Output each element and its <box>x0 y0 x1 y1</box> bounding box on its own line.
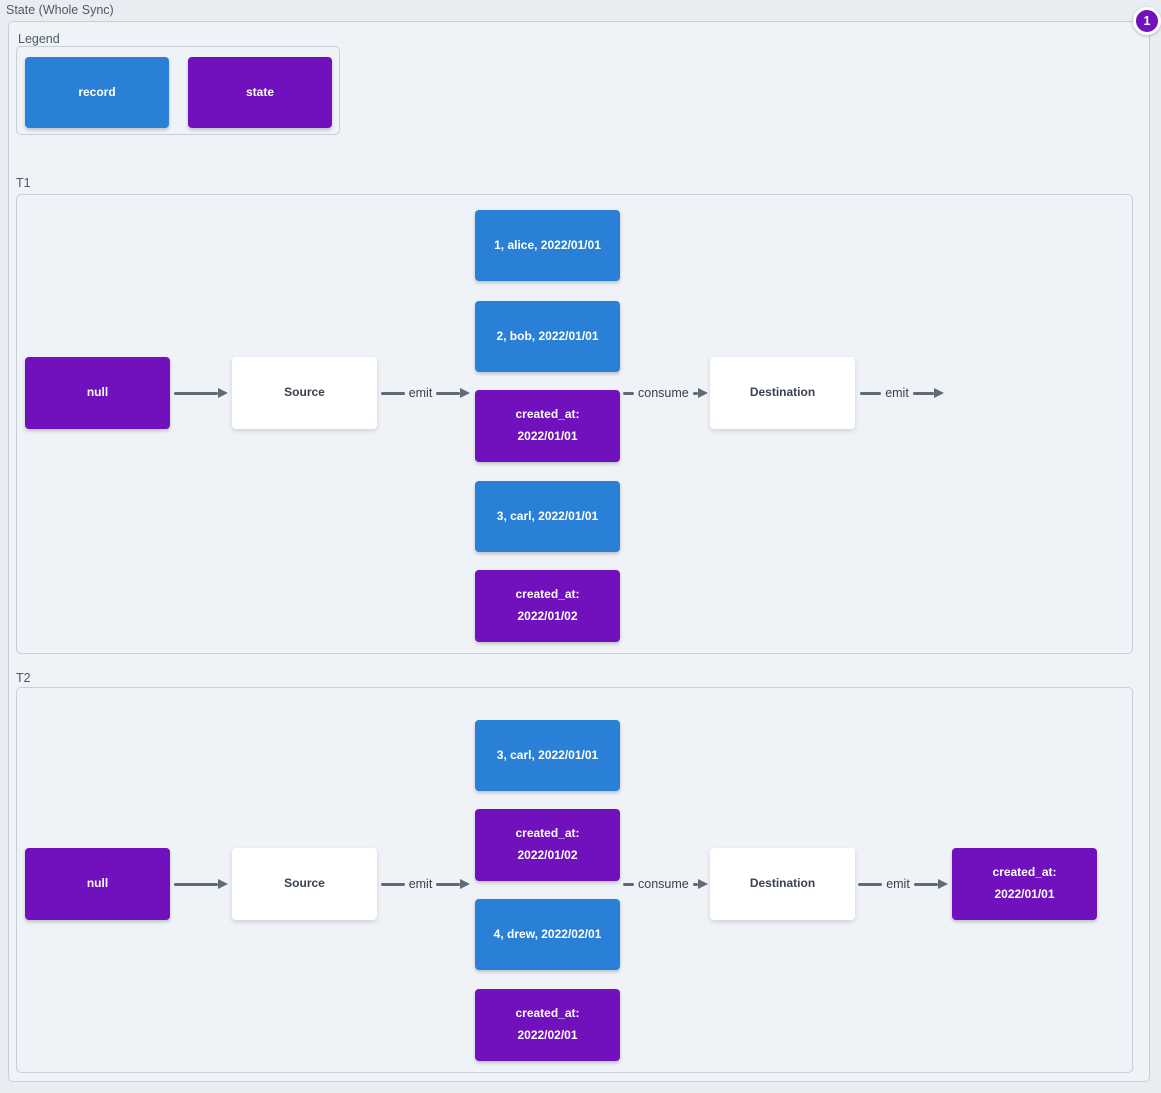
t1-state-node-1: created_at: 2022/01/01 <box>475 390 620 462</box>
t1-record-node-3: 3, carl, 2022/01/01 <box>475 481 620 552</box>
t1-record-node-1: 1, alice, 2022/01/01 <box>475 210 620 281</box>
connector-line <box>436 882 460 886</box>
connector-label: emit <box>408 386 433 400</box>
t2-null-state-node: null <box>25 848 170 920</box>
t1-consume-connector: consume <box>623 385 708 401</box>
t2-record-node-1: 3, carl, 2022/01/01 <box>475 720 620 791</box>
t2-arrow-null-to-source <box>174 876 228 892</box>
t2-source-node: Source <box>232 848 377 920</box>
legend-state-node: state <box>188 57 332 128</box>
t2-emit-destination-connector: emit <box>858 876 948 892</box>
connector-line <box>623 391 634 395</box>
t1-emit-destination-connector: emit <box>860 385 944 401</box>
t2-result-state-node: created_at: 2022/01/01 <box>952 848 1097 920</box>
t2-destination-node: Destination <box>710 848 855 920</box>
t1-source-node: Source <box>232 357 377 429</box>
t1-record-node-2: 2, bob, 2022/01/01 <box>475 301 620 372</box>
connector-line <box>913 882 938 886</box>
connector-line <box>174 391 218 395</box>
section-t1-label: T1 <box>16 176 31 190</box>
t1-state-node-2: created_at: 2022/01/02 <box>475 570 620 642</box>
arrowhead-icon <box>218 388 228 398</box>
arrowhead-icon <box>460 388 470 398</box>
connector-label: emit <box>885 386 909 400</box>
connector-line <box>381 391 405 395</box>
connector-line <box>174 882 218 886</box>
legend-label: Legend <box>18 32 60 46</box>
page-title: State (Whole Sync) <box>6 3 114 17</box>
t2-record-node-2: 4, drew, 2022/02/01 <box>475 899 620 970</box>
connector-line <box>436 391 460 395</box>
t2-state-node-2: created_at: 2022/02/01 <box>475 989 620 1061</box>
connector-line <box>912 391 934 395</box>
connector-label: emit <box>408 877 433 891</box>
t1-destination-node: Destination <box>710 357 855 429</box>
connector-line <box>858 882 883 886</box>
connector-label: emit <box>886 877 910 891</box>
connector-line <box>692 391 698 395</box>
connector-label: consume <box>638 386 689 400</box>
t2-emit-source-connector: emit <box>381 876 470 892</box>
connector-line <box>623 882 634 886</box>
t2-consume-connector: consume <box>623 876 708 892</box>
connector-line <box>381 882 405 886</box>
connector-line <box>860 391 882 395</box>
annotation-badge[interactable]: 1 <box>1133 7 1161 35</box>
legend-record-node: record <box>25 57 169 128</box>
arrowhead-icon <box>938 879 948 889</box>
arrowhead-icon <box>218 879 228 889</box>
arrowhead-icon <box>934 388 944 398</box>
t1-arrow-null-to-source <box>174 385 228 401</box>
arrowhead-icon <box>698 388 708 398</box>
connector-line <box>692 882 698 886</box>
t2-state-node-1: created_at: 2022/01/02 <box>475 809 620 881</box>
arrowhead-icon <box>460 879 470 889</box>
arrowhead-icon <box>698 879 708 889</box>
section-t2-label: T2 <box>16 671 31 685</box>
t1-emit-source-connector: emit <box>381 385 470 401</box>
connector-label: consume <box>638 877 689 891</box>
t1-null-state-node: null <box>25 357 170 429</box>
